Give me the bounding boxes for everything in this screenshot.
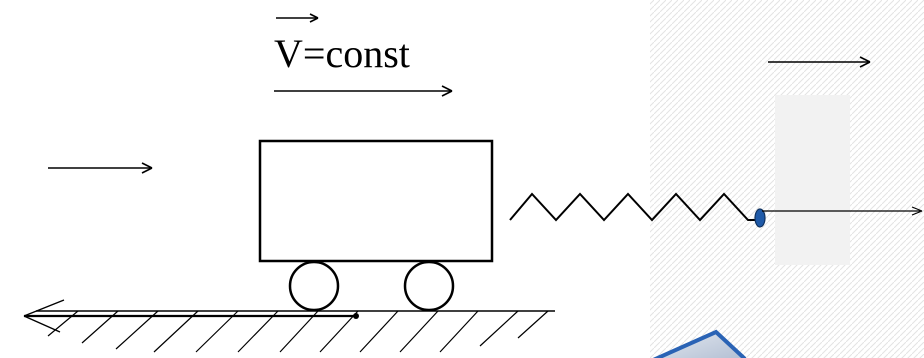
cart-wheel-left: [288, 260, 340, 312]
friction-force-arrow: [23, 299, 359, 333]
ground-surface: [36, 310, 555, 353]
velocity-arrow: [274, 85, 453, 97]
spring-attachment-point: [754, 208, 766, 228]
velocity-vector-mark-arrow: [276, 13, 319, 23]
pulling-force-arrow: [762, 206, 923, 216]
spring: [509, 192, 760, 222]
blue-corner-tile: [652, 329, 746, 358]
left-force-arrow: [48, 162, 153, 174]
background-faint-block: [775, 95, 850, 265]
upper-right-force-arrow: [768, 56, 871, 68]
cart-body: [258, 139, 494, 263]
velocity-formula: V=const: [274, 31, 410, 76]
cart-wheel-right: [403, 260, 455, 312]
